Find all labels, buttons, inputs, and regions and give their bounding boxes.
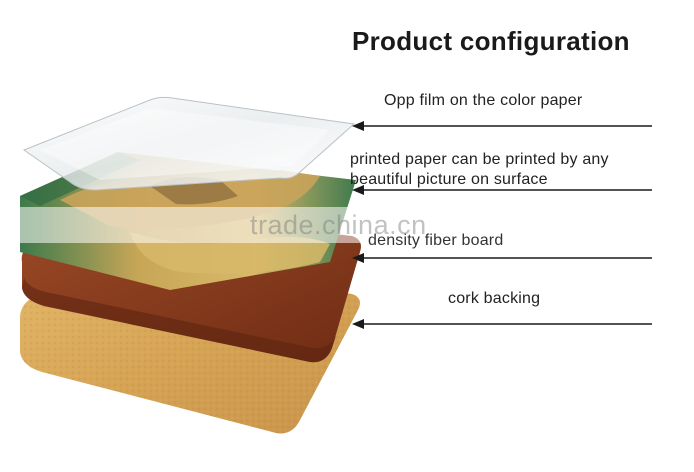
watermark-text: trade.china.cn	[250, 210, 427, 240]
label-printed-paper: printed paper can be printed by any beau…	[350, 150, 609, 190]
arrow-printed-paper-head	[352, 185, 364, 195]
watermark-band	[20, 207, 375, 243]
arrow-opp-film-head	[352, 121, 364, 131]
opp-film-layer	[22, 96, 356, 191]
pointer-arrows	[352, 121, 652, 329]
label-printed-paper-line2: beautiful picture on surface	[350, 171, 548, 188]
arrow-fiber-board-head	[352, 253, 364, 263]
label-opp-film: Opp film on the color paper	[384, 92, 583, 109]
label-printed-paper-line1: printed paper can be printed by any	[350, 151, 609, 168]
diagram-title: Product configuration	[352, 26, 630, 56]
label-cork-backing: cork backing	[448, 290, 541, 307]
label-fiber-board: density fiber board	[368, 232, 504, 249]
arrow-cork-backing-head	[352, 319, 364, 329]
